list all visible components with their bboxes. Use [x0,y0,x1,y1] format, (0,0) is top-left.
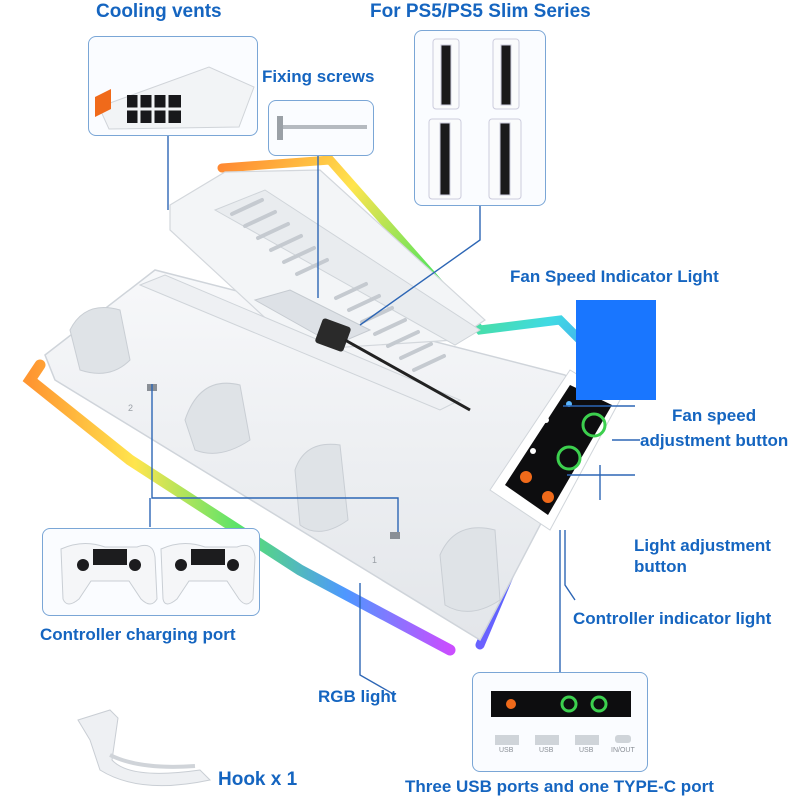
port-label-usb-1: USB [499,747,514,754]
ps5-series-label: For PS5/PS5 Slim Series [370,1,591,22]
console-cradle [138,274,471,412]
hook-image [77,709,212,787]
light-adjust-label-line2: button [634,557,687,576]
control-panel [489,369,621,531]
ps5-consoles-image [428,38,522,200]
usb-panel-image [491,691,631,745]
fan-speed-indicator-light [576,300,656,400]
cooling-vents-image [95,66,255,130]
leader-lines [149,136,640,696]
fan-speed-adjust-label-line2: adjustment button [640,431,789,450]
usb-ports-inset: USB USB USB IN/OUT [472,672,648,772]
fixing-screws-inset [268,100,374,156]
screw-image [277,116,367,140]
fan-speed-adjust-label-line1: Fan speed [672,406,757,425]
controller-indicator-label: Controller indicator light [573,609,772,628]
controller-left [60,543,158,605]
cooling-vents-label: Cooling vents [96,1,222,22]
fixing-screws-label: Fixing screws [262,67,375,86]
controllers-image [60,543,256,605]
ps5-models-inset [414,30,546,206]
cooling-vents-inset [88,36,258,136]
rgb-light-label: RGB light [318,687,397,706]
slot-number-1: 1 [372,555,377,565]
fan-speed-indicator-label: Fan Speed Indicator Light [510,267,719,286]
vent-grille [213,189,481,372]
port-label-usb-2: USB [539,747,554,754]
usb-ports-label: Three USB ports and one TYPE-C port [405,777,714,796]
port-label-usb-3: USB [579,747,594,754]
slot-number-2: 2 [128,403,133,413]
controller-charging-port-label: Controller charging port [40,625,236,644]
controller-right [160,543,256,605]
light-adjust-label-line1: Light adjustment [634,536,771,555]
port-label-typec: IN/OUT [611,747,635,754]
controllers-inset [42,528,260,616]
hook-label: Hook x 1 [218,769,298,790]
